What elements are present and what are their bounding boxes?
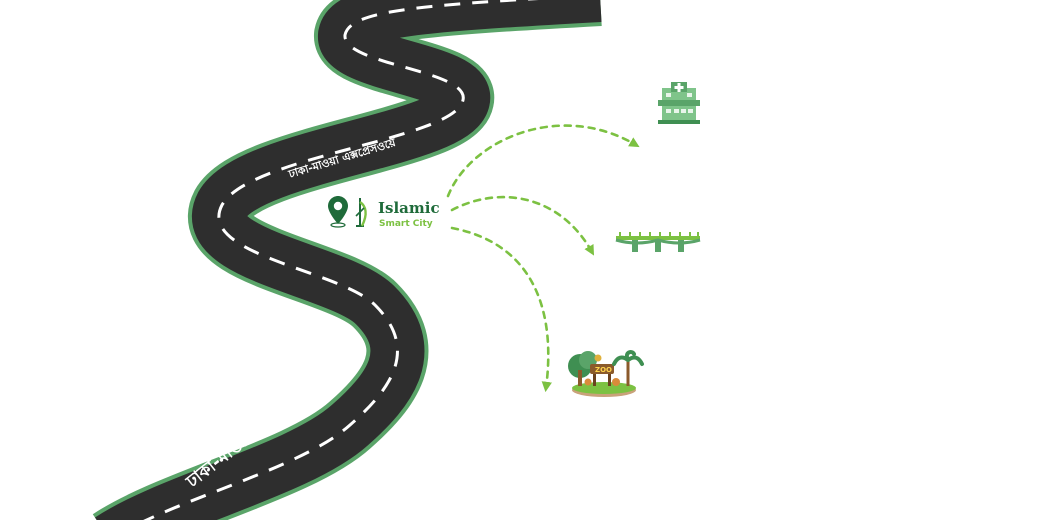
- brand-name: Islamic: [378, 199, 440, 217]
- zoo-icon[interactable]: ZOO: [568, 350, 644, 397]
- road: [92, 0, 602, 520]
- brand-logo[interactable]: Islamic Smart City: [328, 196, 440, 229]
- bridge-icon[interactable]: [615, 232, 701, 252]
- location-pin-icon: [328, 196, 348, 228]
- svg-text:ZOO: ZOO: [595, 366, 612, 374]
- hospital-icon[interactable]: [658, 82, 700, 124]
- direction-arrows: [446, 124, 640, 393]
- arrow-to-zoo: [450, 226, 552, 393]
- brand-sub: Smart City: [379, 219, 433, 229]
- arrow-to-hospital: [446, 124, 640, 198]
- arrow-to-bridge: [450, 195, 595, 256]
- building-icon: [355, 198, 367, 227]
- road-center-dashes: [143, 0, 539, 520]
